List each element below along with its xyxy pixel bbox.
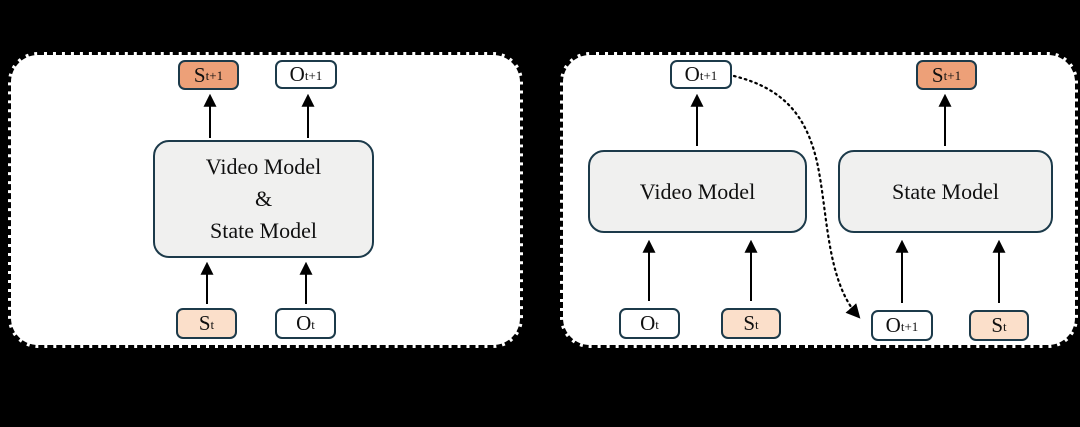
video-model-label: Video Model xyxy=(639,178,756,204)
joint-model-line1: Video Model xyxy=(205,154,322,180)
box-label-subscript: t+1 xyxy=(205,68,224,84)
box-label-subscript: t xyxy=(210,316,215,332)
joint-model-line3: State Model xyxy=(210,217,317,243)
box-label-subscript: t+1 xyxy=(699,67,718,83)
box-label-subscript: t xyxy=(755,316,759,332)
box-label: O xyxy=(684,62,700,86)
box-label-subscript: t+1 xyxy=(900,318,919,334)
box-label-subscript: t xyxy=(1003,318,1007,334)
box-label-subscript: t+1 xyxy=(304,67,323,83)
box-label: O xyxy=(885,313,901,337)
joint-model-line2: & xyxy=(254,186,273,212)
joint-model-box: Video Model & State Model xyxy=(153,140,374,258)
box-label-subscript: t xyxy=(655,316,659,332)
video-model-box: Video Model xyxy=(588,150,807,233)
state-model-box: State Model xyxy=(838,150,1053,233)
box-label: S xyxy=(193,62,206,87)
box-label-subscript: t+1 xyxy=(943,68,962,84)
box-label: S xyxy=(198,311,211,335)
box-label: S xyxy=(931,62,944,87)
box-label: O xyxy=(296,311,312,335)
box-label: O xyxy=(640,311,656,335)
box-label: O xyxy=(289,62,305,86)
box-label-subscript: t xyxy=(311,316,315,332)
box-label: S xyxy=(991,313,1004,337)
state-model-label: State Model xyxy=(892,178,999,204)
box-label: S xyxy=(743,311,756,335)
